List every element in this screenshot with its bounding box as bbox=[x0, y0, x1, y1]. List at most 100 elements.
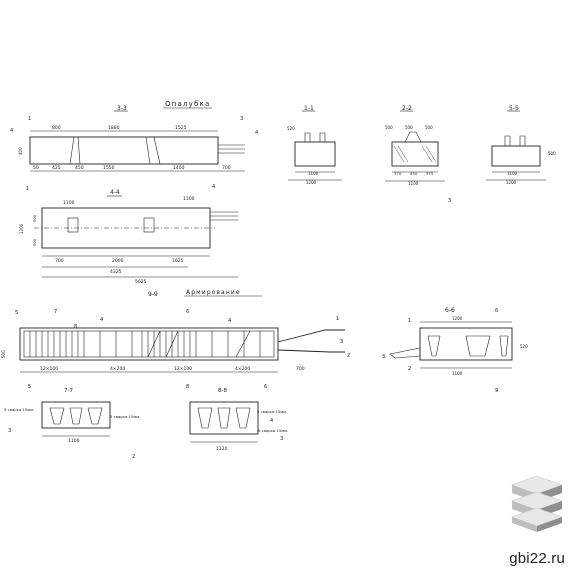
marker-1c: 1 bbox=[336, 316, 339, 322]
dim-plan-1: 1100 bbox=[63, 200, 75, 206]
dim-bot-1: 425 bbox=[52, 165, 61, 171]
marker-5a: 5 bbox=[15, 310, 18, 316]
plan-4-4: 1100 1100 700 2000 1625 4325 5025 1200 5… bbox=[19, 184, 238, 285]
note-weld-mid-r: 5 сварка 15мм. bbox=[258, 428, 288, 433]
dim-reinf-1: 12×100 bbox=[40, 366, 58, 372]
dim-bot-2: 1550 bbox=[103, 165, 115, 171]
dim-22-e: 450 bbox=[410, 171, 418, 176]
marker-6b: 6 bbox=[495, 308, 498, 314]
watermark: gbi22.ru bbox=[509, 548, 565, 567]
dim-plan-8: 1200 bbox=[19, 223, 24, 234]
marker-6c: 6 bbox=[264, 384, 267, 390]
section-2-2: 500 500 500 370 450 375 1100 3 bbox=[385, 125, 451, 204]
note-weld-right: 5 сварка 15мм. bbox=[257, 409, 287, 414]
dim-22-b: 500 bbox=[405, 125, 413, 130]
marker-1b: 1 bbox=[26, 186, 29, 192]
marker-4a: 4 bbox=[10, 128, 13, 134]
title-formwork: Опалубка bbox=[165, 100, 210, 108]
dim-plan-6: 4325 bbox=[110, 269, 122, 275]
dim-reinf-2: 4×200 bbox=[110, 366, 125, 372]
dim-reinf-4: 4×200 bbox=[235, 366, 250, 372]
label-section-8-8: 8-8 bbox=[218, 388, 227, 394]
dim-22-g: 1100 bbox=[408, 181, 419, 186]
marker-3d: 3 bbox=[382, 354, 385, 360]
marker-3c: 3 bbox=[340, 339, 343, 345]
title-reinforcement: Армирование bbox=[186, 289, 241, 296]
marker-3e: 3 bbox=[8, 428, 11, 434]
dim-reinf-6: 500 bbox=[1, 350, 6, 358]
marker-3a: 3 bbox=[240, 116, 243, 122]
dim-77: 1100 bbox=[68, 438, 80, 444]
note-weld-left: 5 сварка 15мм. bbox=[4, 407, 34, 412]
dim-55-c: 1200 bbox=[506, 180, 517, 185]
dim-bot-3: 1400 bbox=[173, 165, 185, 171]
reinforcement-elevation: 12×100 4×200 12×100 4×200 700 500 5 7 4 … bbox=[1, 309, 350, 373]
dim-66-a: 1200 bbox=[452, 316, 463, 321]
marker-8a: 8 bbox=[74, 324, 77, 330]
marker-4f: 4 bbox=[270, 418, 273, 424]
dim-plan-5: 1625 bbox=[172, 258, 184, 264]
marker-4c: 4 bbox=[212, 184, 215, 190]
section-7-7: 1100 5 сварка 15мм. 5 сварка 15мм. 5 3 2 bbox=[4, 384, 140, 460]
dim-66-c: 520 bbox=[520, 344, 528, 349]
section-5-5: 500 1100 1200 bbox=[486, 135, 556, 185]
dim-top-1: 800 bbox=[52, 125, 61, 131]
marker-6a: 6 bbox=[186, 309, 189, 315]
dim-reinf-3: 12×100 bbox=[174, 366, 192, 372]
dim-plan-3: 700 bbox=[55, 258, 64, 264]
marker-3b: 3 bbox=[448, 198, 451, 204]
section-1-1: 520 1100 1200 bbox=[287, 126, 342, 185]
dim-11-b: 1100 bbox=[308, 171, 319, 176]
elevation-3-3: 800 1880 1525 425 1550 1400 700 400 50 4… bbox=[10, 116, 258, 172]
dim-top-2: 1880 bbox=[108, 125, 120, 131]
marker-7a: 7 bbox=[54, 309, 57, 315]
label-section-2-2: 2-2 bbox=[402, 105, 412, 112]
marker-2a: 2 bbox=[347, 353, 350, 359]
dim-bot-4: 700 bbox=[222, 165, 231, 171]
dim-22-a: 500 bbox=[385, 125, 393, 130]
dim-22-f: 375 bbox=[426, 171, 434, 176]
marker-1a: 1 bbox=[28, 116, 31, 122]
dim-11-a: 520 bbox=[287, 126, 295, 131]
dim-22-d: 370 bbox=[394, 171, 402, 176]
section-8-8: 1120 5 сварка 15мм. 5 сварка 15мм. 8 6 4… bbox=[186, 384, 288, 452]
label-section-6-6: 6-6 bbox=[445, 307, 455, 314]
note-weld-mid-l: 5 сварка 15мм. bbox=[110, 414, 140, 419]
dim-reinf-5: 700 bbox=[296, 366, 305, 372]
dim-55-a: 500 bbox=[548, 151, 556, 156]
marker-4d: 4 bbox=[100, 317, 103, 323]
label-section-5-5: 5-5 bbox=[509, 105, 519, 112]
marker-4b: 4 bbox=[255, 130, 258, 136]
dim-plan-9: 500 bbox=[32, 214, 37, 222]
dim-plan-10: 500 bbox=[32, 238, 37, 246]
watermark-text: gbi22.ru bbox=[509, 550, 565, 567]
dim-plan-7: 5025 bbox=[135, 279, 147, 285]
dim-top-3: 1525 bbox=[175, 125, 187, 131]
marker-4e: 4 bbox=[228, 318, 231, 324]
marker-1d: 1 bbox=[408, 318, 411, 324]
dim-88: 1120 bbox=[216, 446, 228, 452]
dim-bot-5: 450 bbox=[75, 165, 84, 171]
dim-55-b: 1100 bbox=[507, 171, 518, 176]
dim-plan-4: 2000 bbox=[112, 258, 124, 264]
label-section-1-1: 1-1 bbox=[304, 105, 314, 112]
dim-plan-2: 1100 bbox=[183, 196, 195, 202]
marker-2c: 2 bbox=[132, 454, 135, 460]
marker-2b: 2 bbox=[408, 366, 411, 372]
label-section-9-9: 9-9 bbox=[148, 291, 158, 298]
section-6-6: 1200 1100 520 1 3 2 6 9 bbox=[382, 308, 528, 394]
label-section-3-3: 3-3 bbox=[117, 105, 127, 112]
marker-9a: 9 bbox=[495, 388, 498, 394]
dim-66-b: 1100 bbox=[452, 371, 463, 376]
marker-3f: 3 bbox=[280, 436, 283, 442]
dim-11-c: 1200 bbox=[306, 180, 317, 185]
logo-icon bbox=[511, 475, 563, 532]
marker-8b: 8 bbox=[186, 384, 189, 390]
label-section-4-4: 4-4 bbox=[110, 189, 120, 196]
dim-side-1: 400 bbox=[18, 147, 23, 155]
dim-bot-0: 50 bbox=[33, 165, 39, 171]
label-section-7-7: 7-7 bbox=[64, 388, 73, 394]
marker-5b: 5 bbox=[28, 384, 31, 390]
dim-22-c: 500 bbox=[425, 125, 433, 130]
